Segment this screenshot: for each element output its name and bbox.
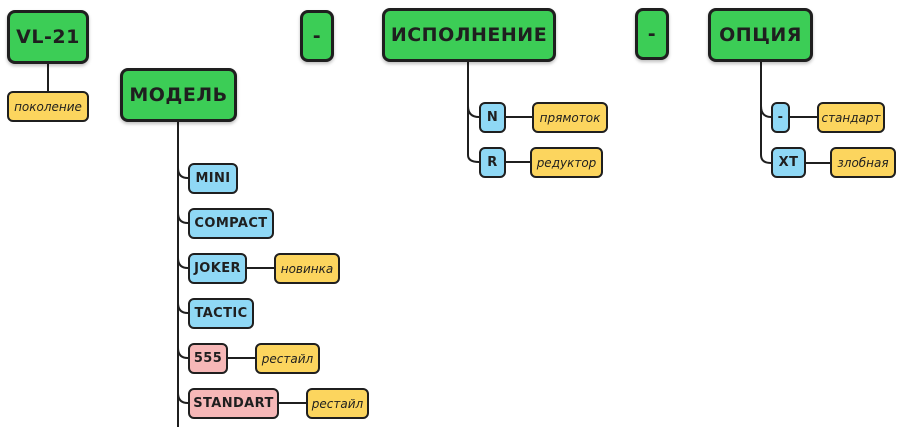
connector-model-compact [177, 212, 189, 224]
note-r[interactable]: редуктор [530, 147, 603, 178]
connector-model-mini [177, 167, 189, 179]
note-n-text: прямоток [539, 110, 601, 125]
node-separator-1-label: - [312, 25, 322, 47]
node-model-label: МОДЕЛЬ [129, 84, 228, 106]
node-separator-2-label: - [647, 23, 657, 45]
node-option-label: ОПЦИЯ [719, 24, 802, 46]
connector-option-xt [760, 154, 772, 164]
connector-model-tactic [177, 302, 189, 314]
node-execution-label: ИСПОЛНЕНИЕ [390, 24, 548, 46]
execution-item-n[interactable]: N [479, 102, 506, 133]
note-dash-text: стандарт [821, 110, 881, 125]
connector-execution-r [467, 154, 480, 163]
note-xt-text: злобная [837, 155, 889, 170]
note-standart-text: рестайл [311, 396, 364, 411]
model-item-mini-label: MINI [195, 171, 231, 186]
node-separator-1[interactable]: - [300, 10, 334, 62]
model-item-555-label: 555 [193, 351, 223, 366]
model-item-555[interactable]: 555 [188, 343, 228, 374]
model-item-compact[interactable]: COMPACT [188, 208, 274, 239]
note-xt[interactable]: злобная [830, 147, 896, 178]
connector-model-joker [177, 257, 189, 269]
note-r-text: редуктор [536, 155, 597, 170]
model-item-compact-label: COMPACT [194, 216, 268, 231]
node-generation-label: VL-21 [16, 26, 80, 48]
model-item-standart-label: STANDART [193, 396, 274, 411]
node-model[interactable]: МОДЕЛЬ [120, 68, 237, 122]
execution-item-n-label: N [486, 110, 499, 125]
node-separator-2[interactable]: - [635, 8, 669, 60]
connector-execution-n [467, 105, 480, 118]
connector-option-dash [760, 105, 772, 118]
model-item-tactic[interactable]: TACTIC [188, 298, 254, 329]
note-555[interactable]: рестайл [255, 343, 320, 374]
option-item-xt-label: XT [778, 155, 799, 170]
node-generation[interactable]: VL-21 [7, 10, 89, 64]
note-standart[interactable]: рестайл [306, 388, 369, 419]
node-execution[interactable]: ИСПОЛНЕНИЕ [382, 8, 556, 62]
model-item-tactic-label: TACTIC [194, 306, 248, 321]
connector-model-555 [177, 347, 189, 359]
option-item-dash[interactable]: - [771, 102, 790, 133]
note-n[interactable]: прямоток [532, 102, 608, 133]
execution-item-r[interactable]: R [479, 147, 506, 178]
note-generation[interactable]: поколение [7, 91, 89, 122]
node-option[interactable]: ОПЦИЯ [708, 8, 813, 62]
note-555-text: рестайл [261, 351, 314, 366]
note-joker-text: новинка [280, 261, 334, 276]
note-generation-text: поколение [14, 99, 82, 114]
connector-model-standart [177, 392, 189, 404]
option-item-dash-label: - [777, 110, 784, 125]
execution-item-r-label: R [487, 155, 498, 170]
note-dash[interactable]: стандарт [817, 102, 885, 133]
model-item-joker-label: JOKER [194, 261, 241, 276]
option-item-xt[interactable]: XT [771, 147, 806, 178]
model-item-joker[interactable]: JOKER [188, 253, 247, 284]
model-item-mini[interactable]: MINI [188, 163, 238, 194]
note-joker[interactable]: новинка [274, 253, 340, 284]
model-item-standart[interactable]: STANDART [188, 388, 279, 419]
